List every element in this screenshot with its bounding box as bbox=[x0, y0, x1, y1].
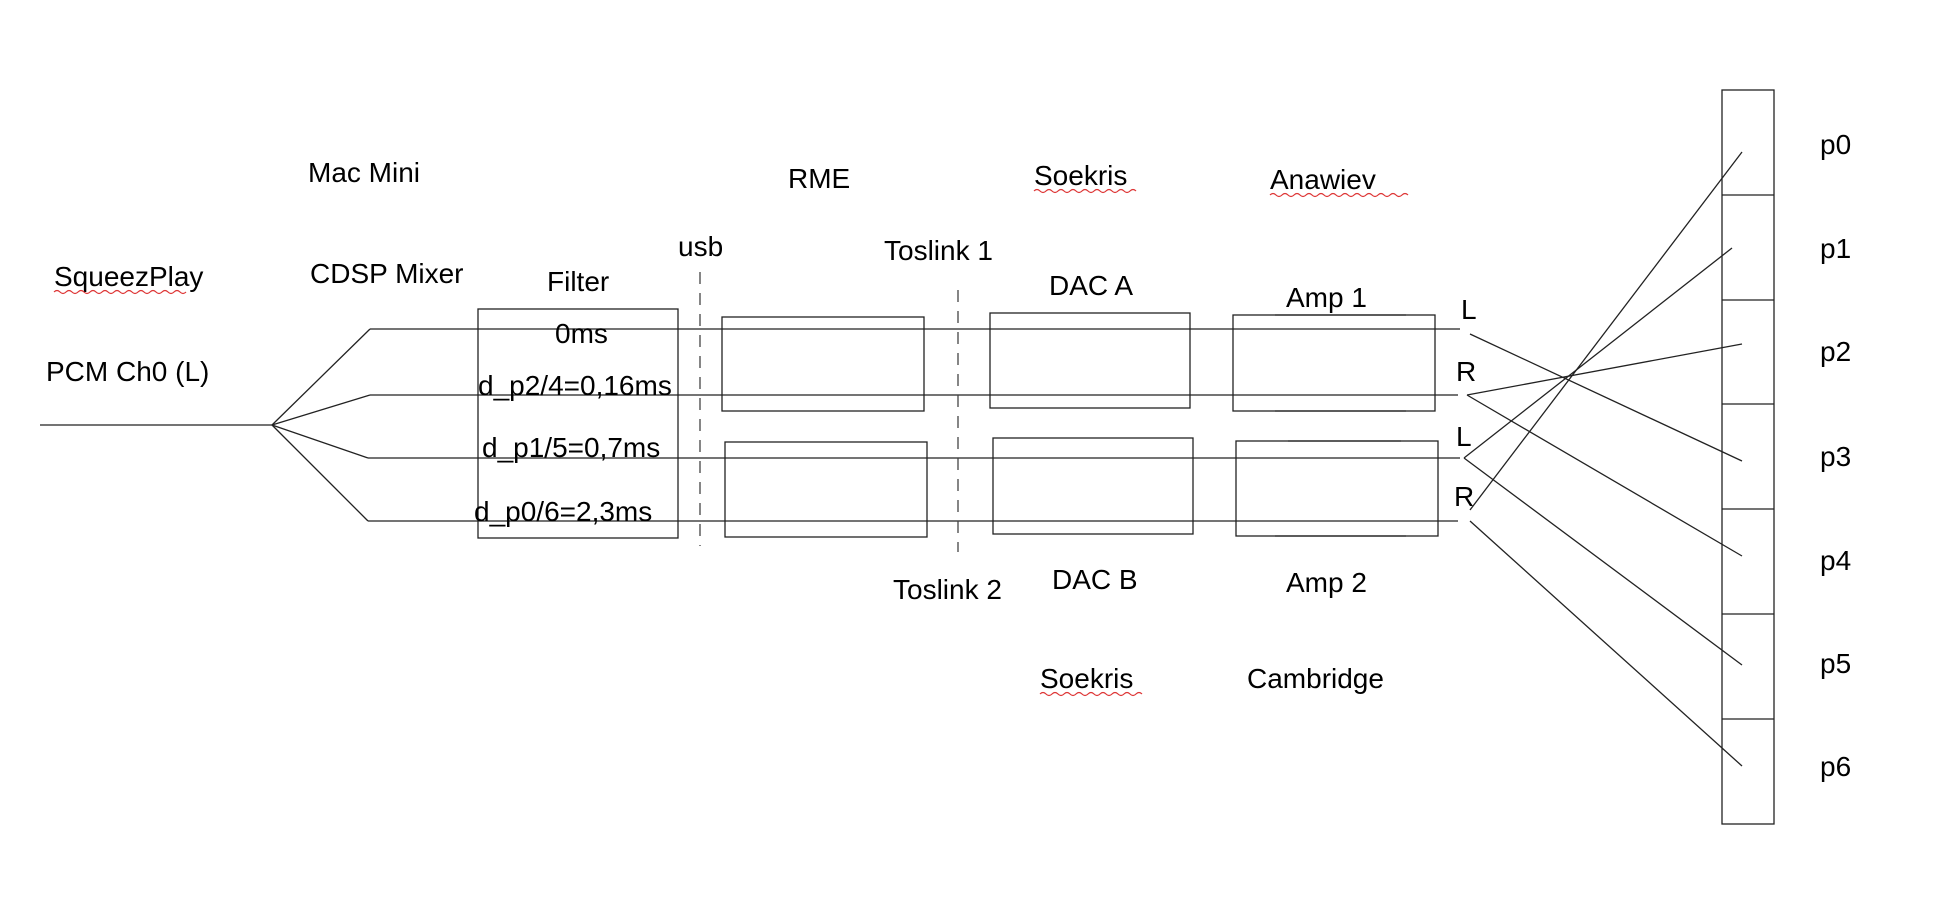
toslink-1-label: Toslink 1 bbox=[884, 235, 993, 266]
mac-mini-label: Mac Mini bbox=[308, 157, 420, 188]
speaker-array bbox=[1721, 89, 1775, 825]
delay-label-3: d_p0/6=2,3ms bbox=[474, 496, 652, 527]
cambridge-label: Cambridge bbox=[1247, 663, 1384, 694]
toslink-2-label: Toslink 2 bbox=[893, 574, 1002, 605]
spellcheck-underline bbox=[1269, 192, 1409, 198]
delay-label-2: d_p1/5=0,7ms bbox=[482, 432, 660, 463]
position-label-p2: p2 bbox=[1820, 336, 1851, 367]
delay-label-0: 0ms bbox=[555, 318, 608, 349]
filter-box bbox=[477, 308, 679, 539]
rme-label: RME bbox=[788, 163, 850, 194]
spellcheck-underline bbox=[1039, 691, 1143, 697]
dac-b-box bbox=[992, 437, 1194, 535]
usb-label: usb bbox=[678, 231, 723, 262]
position-label-p4: p4 bbox=[1820, 545, 1851, 576]
rme-box-top bbox=[721, 316, 925, 412]
amp-2-box bbox=[1235, 440, 1439, 537]
amp-1-label: Amp 1 bbox=[1286, 282, 1367, 313]
position-label-p6: p6 bbox=[1820, 751, 1851, 782]
soekris-top-label: Soekris bbox=[1034, 160, 1127, 191]
soekris-bottom-label: Soekris bbox=[1040, 663, 1133, 694]
spellcheck-underline bbox=[1033, 188, 1137, 194]
speaker-wire-r2-p6 bbox=[1469, 520, 1743, 767]
filter-label: Filter bbox=[547, 266, 609, 297]
position-label-p1: p1 bbox=[1820, 233, 1851, 264]
output-label-right-2: R bbox=[1454, 481, 1474, 512]
cdsp-mixer-label: CDSP Mixer bbox=[310, 258, 464, 289]
fan-line-2 bbox=[271, 394, 371, 426]
speaker-wire-r2-p0 bbox=[1469, 151, 1743, 511]
speaker-wire-l2-p1 bbox=[1463, 247, 1733, 459]
dac-a-box bbox=[989, 312, 1191, 409]
position-label-p5: p5 bbox=[1820, 648, 1851, 679]
speaker-wire-l2-p5 bbox=[1463, 457, 1743, 666]
output-label-right-1: R bbox=[1456, 356, 1476, 387]
speaker-wire-r1-p2 bbox=[1466, 343, 1743, 396]
rme-box-bottom bbox=[724, 441, 928, 538]
fan-line-4 bbox=[271, 424, 369, 522]
dac-b-label: DAC B bbox=[1052, 564, 1138, 595]
speaker-wire-l1-p3 bbox=[1469, 333, 1743, 462]
speaker-wire-r1-p4 bbox=[1466, 394, 1743, 557]
anawiev-label: Anawiev bbox=[1270, 164, 1376, 195]
fan-line-3 bbox=[271, 424, 369, 459]
output-label-left-2: L bbox=[1456, 421, 1472, 452]
delay-label-1: d_p2/4=0,16ms bbox=[478, 370, 672, 401]
dac-a-label: DAC A bbox=[1049, 270, 1133, 301]
output-label-left-1: L bbox=[1461, 294, 1477, 325]
fan-line-1 bbox=[271, 328, 371, 426]
spellcheck-underline bbox=[53, 289, 187, 295]
squeezplay-label: SqueezPlay bbox=[54, 261, 203, 292]
amp-2-label: Amp 2 bbox=[1286, 567, 1367, 598]
pcm-channel-label: PCM Ch0 (L) bbox=[46, 356, 209, 387]
position-label-p3: p3 bbox=[1820, 441, 1851, 472]
position-label-p0: p0 bbox=[1820, 129, 1851, 160]
